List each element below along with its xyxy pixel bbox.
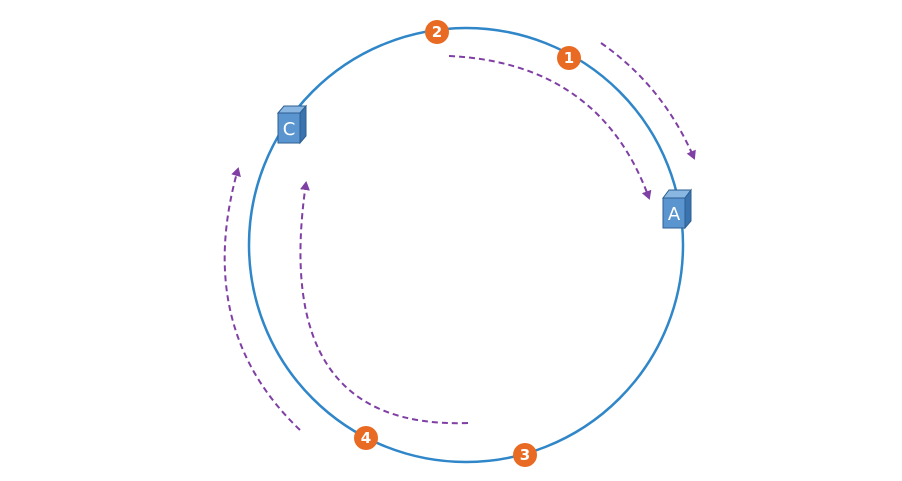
marker-4-label: 4 [361,429,371,447]
arrow-outer-left [223,167,301,431]
marker-3-label: 3 [520,446,530,464]
marker-2: 2 [425,20,449,44]
node-a-label: A [668,204,681,225]
marker-3: 3 [513,443,537,467]
hash-ring [247,26,685,464]
marker-1: 1 [557,46,581,70]
marker-2-label: 2 [432,23,442,41]
marker-1-label: 1 [564,49,574,67]
node-c: C [276,104,308,145]
node-a: A [662,188,692,230]
arrow-inner-right [448,55,652,200]
arrow-outer-right [600,42,696,160]
marker-4: 4 [354,426,378,450]
node-c-label: C [283,119,296,140]
arrow-inner-left [299,181,469,425]
